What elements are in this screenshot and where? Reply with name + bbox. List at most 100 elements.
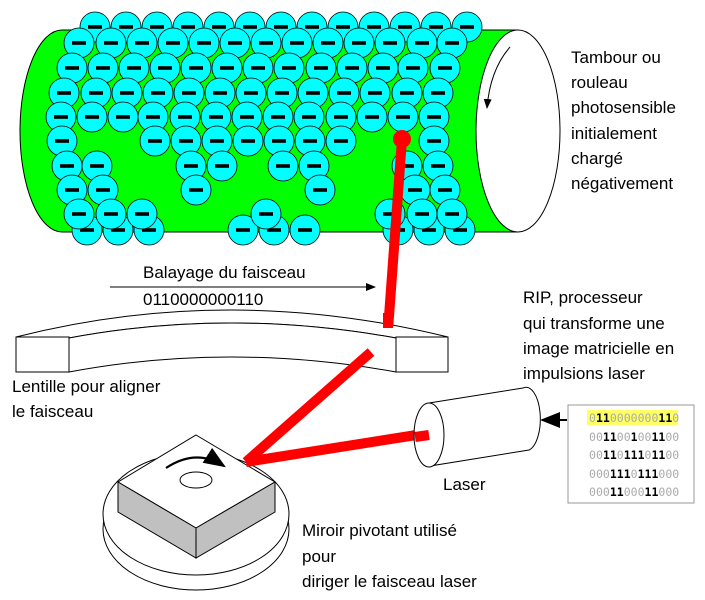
minus-icon <box>422 228 436 232</box>
minus-icon <box>236 228 250 232</box>
mirror-label-line-1: Miroir pivotant utilisé <box>302 521 457 540</box>
minus-icon <box>383 212 397 216</box>
minus-icon <box>408 188 422 192</box>
minus-icon <box>120 91 134 95</box>
drum-label-line-6: négativement <box>571 174 673 193</box>
minus-icon <box>460 25 474 29</box>
minus-icon <box>142 228 156 232</box>
minus-icon <box>337 91 351 95</box>
minus-icon <box>96 66 110 70</box>
minus-icon <box>438 66 452 70</box>
minus-icon <box>398 25 412 29</box>
minus-icon <box>365 115 379 119</box>
minus-icon <box>383 41 397 45</box>
minus-icon <box>150 25 164 29</box>
minus-icon <box>290 41 304 45</box>
scan-bits: 0110000000110 <box>143 290 263 309</box>
minus-icon <box>406 66 420 70</box>
photosensitive-drum: −−−−−−−−−−−−−−−−−−−−−−−−−−−−−−−−−−−−−−−−… <box>19 11 561 246</box>
negative-charge: − <box>293 101 325 133</box>
minus-icon <box>415 212 429 216</box>
minus-icon <box>54 115 68 119</box>
minus-icon <box>251 66 265 70</box>
negative-charge: − <box>87 52 119 84</box>
minus-icon <box>334 115 348 119</box>
minus-icon <box>65 188 79 192</box>
minus-icon <box>376 66 390 70</box>
negative-charge: − <box>232 125 264 157</box>
minus-icon <box>111 228 125 232</box>
minus-icon <box>85 115 99 119</box>
laser-beam-to-drum <box>383 138 407 331</box>
bitmap-row: 0011001001100 <box>589 430 679 444</box>
minus-icon <box>427 139 441 143</box>
minus-icon <box>314 66 328 70</box>
negative-charge: − <box>250 198 282 230</box>
mirror-rotation-arrow-icon <box>165 447 226 469</box>
minus-icon <box>220 66 234 70</box>
minus-icon <box>259 41 273 45</box>
negative-charge: − <box>387 101 419 133</box>
bitmap: 0110000000110 0011001001100 001101110110… <box>589 411 679 499</box>
negative-charge: − <box>63 198 95 230</box>
minus-icon <box>215 164 229 168</box>
minus-icon <box>158 66 172 70</box>
minus-icon <box>400 91 414 95</box>
negative-charge: − <box>242 52 274 84</box>
minus-icon <box>305 25 319 29</box>
minus-icon <box>212 25 226 29</box>
laser-beam-mirror-to-lens <box>242 348 375 466</box>
drum-end <box>475 29 561 233</box>
minus-icon <box>276 164 290 168</box>
bitmap-row: 0011011101100 <box>589 448 679 462</box>
minus-icon <box>72 41 86 45</box>
beam-spot <box>393 130 411 148</box>
minus-icon <box>282 66 296 70</box>
minus-icon <box>182 91 196 95</box>
bitmap-row-highlight <box>587 410 678 425</box>
minus-icon <box>321 41 335 45</box>
minus-icon <box>240 115 254 119</box>
bitmap-row: 0001100011000 <box>589 485 679 499</box>
minus-icon <box>241 139 255 143</box>
negative-charge: − <box>325 125 357 157</box>
minus-icon <box>116 115 130 119</box>
negative-charge: − <box>231 101 263 133</box>
lens-label-line-2: le faisceau <box>12 402 93 421</box>
minus-icon <box>438 188 452 192</box>
minus-icon <box>307 164 321 168</box>
minus-icon <box>181 25 195 29</box>
minus-icon <box>345 66 359 70</box>
negative-charge: − <box>273 52 305 84</box>
minus-icon <box>400 164 414 168</box>
minus-icon <box>427 115 441 119</box>
minus-icon <box>89 91 103 95</box>
minus-icon <box>135 41 149 45</box>
bitmap-row: 0001110111000 <box>589 467 679 481</box>
negative-charge: − <box>170 125 202 157</box>
negative-charges: −−−−−−−−−−−−−−−−−−−−−−−−−−−−−−−−−−−−−−−−… <box>45 11 483 246</box>
minus-icon <box>119 25 133 29</box>
minus-icon <box>80 228 94 232</box>
minus-icon <box>151 91 165 95</box>
minus-icon <box>96 188 110 192</box>
negative-charge: − <box>406 198 438 230</box>
minus-icon <box>298 228 312 232</box>
mirror-axis <box>179 471 213 489</box>
minus-icon <box>104 41 118 45</box>
negative-charge: − <box>142 77 174 109</box>
negative-charge: − <box>139 125 171 157</box>
minus-icon <box>209 115 223 119</box>
minus-icon <box>445 41 459 45</box>
rip-label-line-4: impulsions laser <box>523 364 645 383</box>
lens-label-line-1: Lentille pour aligner <box>12 377 161 396</box>
drum-label-line-4: initialement <box>571 124 657 143</box>
minus-icon <box>104 212 118 216</box>
minus-icon <box>166 41 180 45</box>
minus-icon <box>453 228 467 232</box>
minus-icon <box>396 115 410 119</box>
negative-charge: − <box>422 150 454 182</box>
negative-charge: − <box>180 174 212 206</box>
minus-icon <box>228 41 242 45</box>
minus-icon <box>244 91 258 95</box>
